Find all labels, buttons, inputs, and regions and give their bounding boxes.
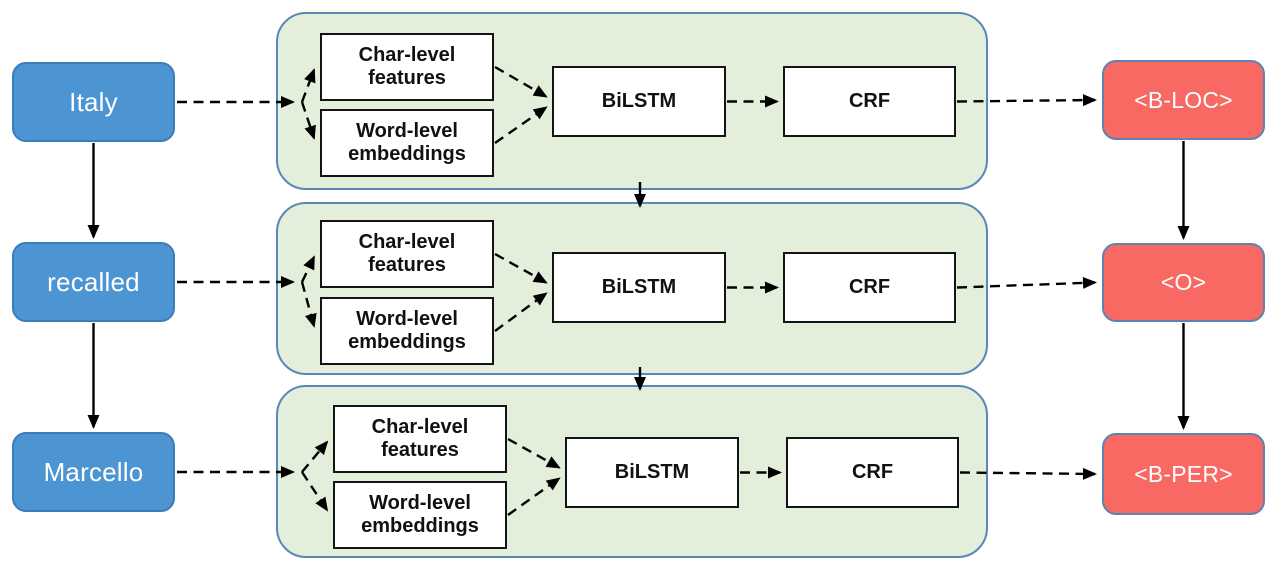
crf-box: CRF bbox=[786, 437, 959, 508]
char-features-box: Char-level features bbox=[320, 220, 494, 288]
input-word-box: Italy bbox=[12, 62, 175, 142]
output-tag-box: <O> bbox=[1102, 243, 1265, 322]
crf-box: CRF bbox=[783, 252, 956, 323]
word-embeddings-box: Word-level embeddings bbox=[320, 297, 494, 365]
bilstm-box: BiLSTM bbox=[552, 252, 726, 323]
bilstm-box: BiLSTM bbox=[565, 437, 739, 508]
word-embeddings-box: Word-level embeddings bbox=[320, 109, 494, 177]
bilstm-box: BiLSTM bbox=[552, 66, 726, 137]
char-features-box: Char-level features bbox=[333, 405, 507, 473]
crf-box: CRF bbox=[783, 66, 956, 137]
output-tag-box: <B-PER> bbox=[1102, 433, 1265, 515]
output-tag-box: <B-LOC> bbox=[1102, 60, 1265, 140]
char-features-box: Char-level features bbox=[320, 33, 494, 101]
input-word-box: Marcello bbox=[12, 432, 175, 512]
word-embeddings-box: Word-level embeddings bbox=[333, 481, 507, 549]
input-word-box: recalled bbox=[12, 242, 175, 322]
